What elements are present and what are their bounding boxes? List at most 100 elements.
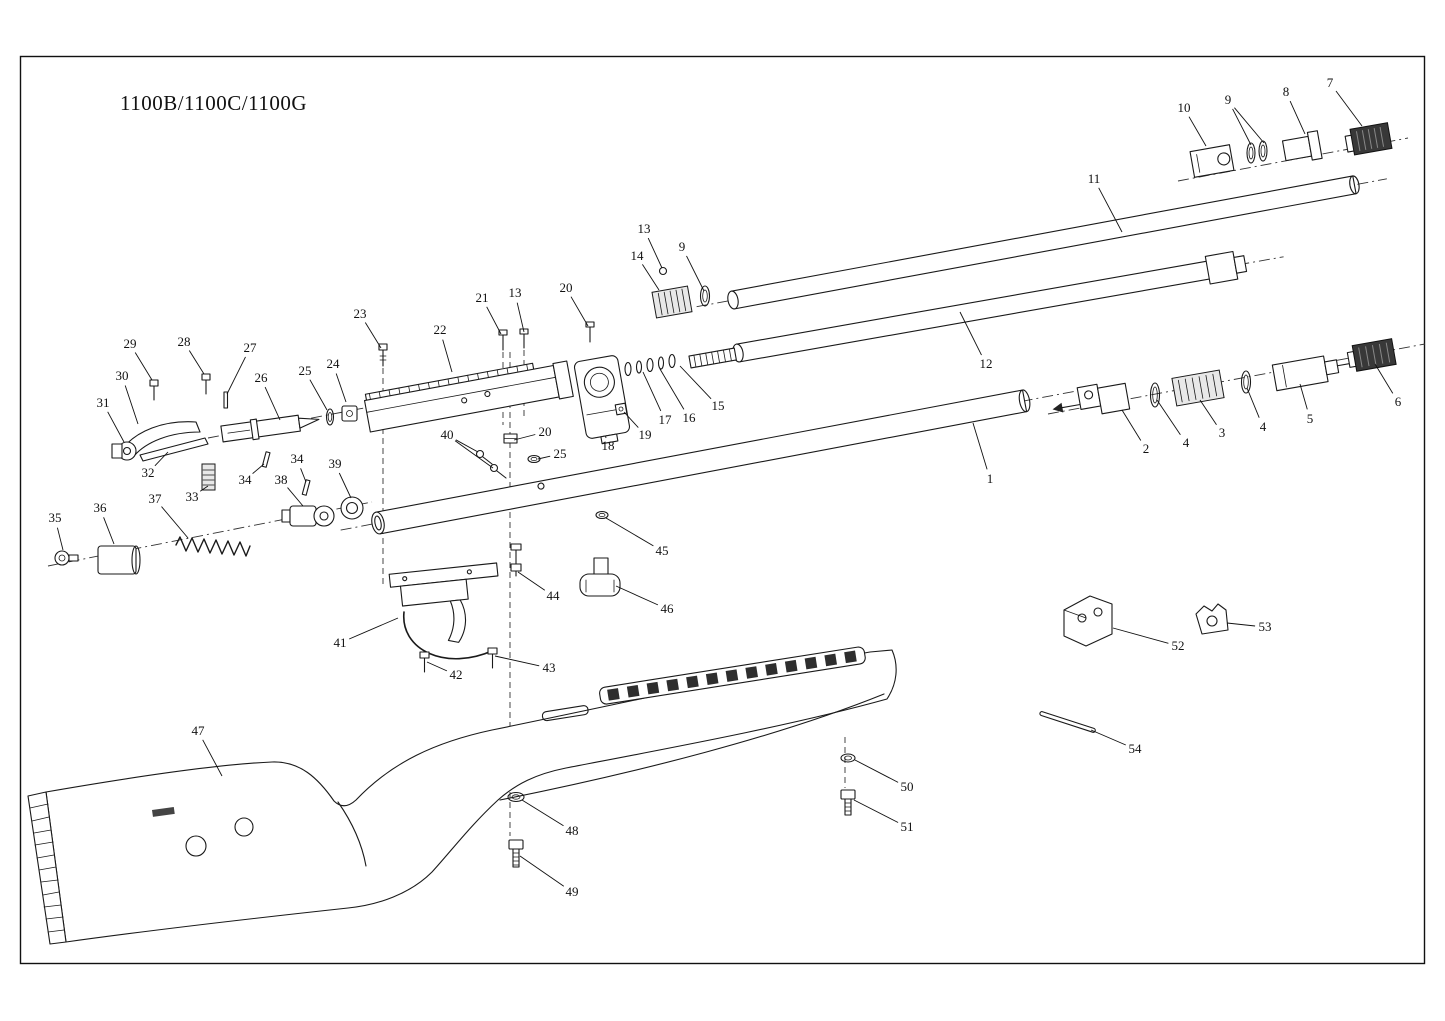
svg-text:8: 8 xyxy=(1283,84,1290,99)
callout-3: 3 xyxy=(1199,399,1226,440)
valve-assembly xyxy=(1052,338,1397,415)
callout-17: 17 xyxy=(642,371,672,427)
callout-12: 12 xyxy=(959,311,993,371)
callout-36: 36 xyxy=(94,500,115,545)
callout-30: 30 xyxy=(116,368,139,425)
screw xyxy=(201,373,211,395)
callout-1: 1 xyxy=(972,422,993,486)
bolt xyxy=(220,414,320,443)
trigger-guard xyxy=(403,611,495,660)
callout-27: 27 xyxy=(226,340,258,395)
callout-54: 54 xyxy=(1090,729,1142,756)
svg-text:21: 21 xyxy=(476,290,489,305)
rear-sight xyxy=(1063,595,1113,647)
muzzle-cap xyxy=(1344,122,1393,156)
threaded-stub xyxy=(688,347,737,369)
adjuster xyxy=(1271,355,1356,392)
vent-rib xyxy=(541,646,866,722)
washer xyxy=(507,791,525,803)
callout-39: 39 xyxy=(329,456,352,499)
seal-ring xyxy=(1149,382,1161,408)
callout-52: 52 xyxy=(1112,627,1185,653)
stock-hole xyxy=(234,817,254,837)
square-nut xyxy=(614,402,628,416)
washer xyxy=(840,753,856,763)
front-sight xyxy=(1195,603,1229,635)
callout-37: 37 xyxy=(149,491,189,539)
callout-19: 19 xyxy=(623,411,652,442)
trigger-blade xyxy=(447,599,467,643)
callout-25: 25 xyxy=(299,363,328,411)
svg-text:25: 25 xyxy=(554,446,567,461)
callout-20: 20 xyxy=(560,280,589,327)
pin xyxy=(301,479,311,496)
callout-40: 40 xyxy=(441,427,494,469)
callout-45: 45 xyxy=(605,517,669,558)
forend-line xyxy=(499,693,885,801)
callout-13: 13 xyxy=(509,285,525,333)
svg-text:47: 47 xyxy=(192,723,206,738)
svg-text:11: 11 xyxy=(1088,171,1101,186)
callout-46: 46 xyxy=(615,585,675,616)
svg-text:41: 41 xyxy=(334,635,347,650)
cocking-assembly xyxy=(54,373,364,575)
callout-43: 43 xyxy=(494,655,556,675)
barrel xyxy=(696,175,1387,310)
callout-38: 38 xyxy=(275,472,304,507)
screw xyxy=(840,789,856,816)
callout-5: 5 xyxy=(1299,383,1313,426)
callout-42: 42 xyxy=(426,661,463,682)
svg-text:42: 42 xyxy=(450,667,463,682)
barrel-band-assembly xyxy=(573,347,737,445)
svg-text:35: 35 xyxy=(49,510,62,525)
callout-9: 9 xyxy=(679,239,705,292)
svg-text:3: 3 xyxy=(1219,425,1226,440)
screw xyxy=(585,321,595,343)
callout-21: 21 xyxy=(476,290,502,335)
callout-41: 41 xyxy=(334,617,399,650)
callout-22: 22 xyxy=(434,322,453,373)
cocking-lever xyxy=(119,421,201,457)
svg-text:18: 18 xyxy=(602,438,615,453)
callout-10: 10 xyxy=(1178,100,1207,147)
svg-text:16: 16 xyxy=(683,410,697,425)
svg-text:46: 46 xyxy=(661,601,675,616)
screw xyxy=(378,343,388,367)
o-ring xyxy=(699,285,711,307)
callout-28: 28 xyxy=(178,334,205,375)
callout-33: 33 xyxy=(186,485,209,504)
svg-text:22: 22 xyxy=(434,322,447,337)
washer xyxy=(657,356,665,370)
cocking-knob-group xyxy=(579,510,621,597)
svg-text:7: 7 xyxy=(1327,75,1334,90)
callout-8: 8 xyxy=(1283,84,1306,135)
bolt-handle xyxy=(281,505,335,527)
svg-text:27: 27 xyxy=(244,340,258,355)
svg-text:25: 25 xyxy=(299,363,312,378)
washer xyxy=(635,360,643,374)
recoil-pad xyxy=(27,791,67,945)
o-ring xyxy=(1258,140,1268,162)
callout-20: 20 xyxy=(513,424,552,441)
screw xyxy=(498,329,508,351)
callout-7: 7 xyxy=(1327,75,1363,127)
callout-6: 6 xyxy=(1374,363,1402,409)
screw xyxy=(489,463,507,479)
callout-26: 26 xyxy=(255,370,281,421)
svg-text:36: 36 xyxy=(94,500,108,515)
svg-text:13: 13 xyxy=(638,221,651,236)
knurled-sleeve xyxy=(1171,369,1225,407)
valve-body xyxy=(1052,382,1131,415)
svg-text:53: 53 xyxy=(1259,619,1272,634)
callout-9: 9 xyxy=(1225,92,1265,146)
callout-35: 35 xyxy=(49,510,64,551)
guide-cylinder xyxy=(97,545,141,575)
svg-text:40: 40 xyxy=(441,427,454,442)
svg-text:2: 2 xyxy=(1143,441,1150,456)
collar xyxy=(340,496,364,520)
knob xyxy=(579,557,621,597)
pin xyxy=(261,451,271,468)
barrel-nut-assembly xyxy=(651,266,711,319)
o-ring xyxy=(325,408,335,426)
svg-text:24: 24 xyxy=(327,356,341,371)
